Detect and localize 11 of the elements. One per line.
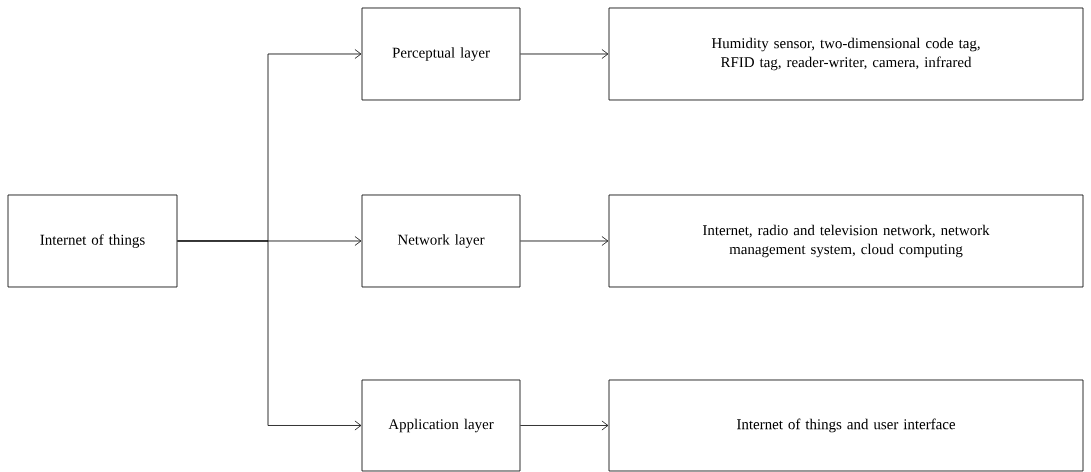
process-box: Internet of things and user interface bbox=[608, 379, 1084, 472]
process-box: Application layer bbox=[361, 379, 521, 472]
process-box: Perceptual layer bbox=[361, 7, 521, 101]
arrow bbox=[520, 49, 609, 59]
process-box: Internet of things bbox=[7, 194, 178, 288]
process-box: Humidity sensor, two-dimensional code tag, RFID tag, reader-writer, camera, infrared bbox=[608, 7, 1084, 101]
process-box: Network layer bbox=[361, 194, 521, 288]
process-box: Internet, radio and television network, network management system, cloud computing bbox=[608, 194, 1084, 288]
arrow bbox=[520, 420, 609, 431]
arrow bbox=[177, 240, 362, 431]
arrow bbox=[520, 236, 609, 246]
